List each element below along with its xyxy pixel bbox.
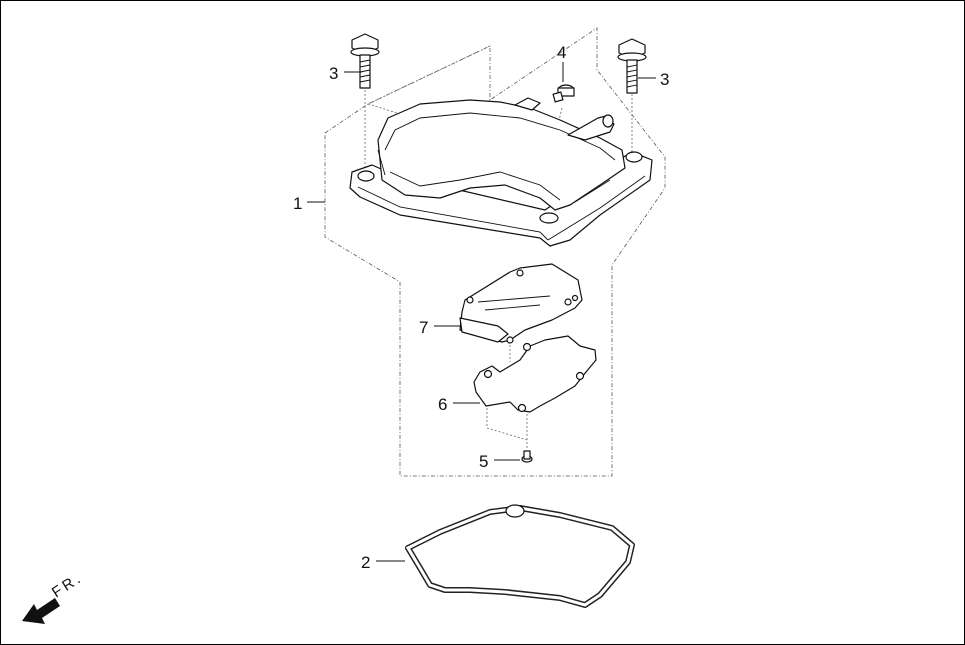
callout-4: 4 xyxy=(557,43,566,62)
leader-lines xyxy=(307,62,656,562)
breather-plate xyxy=(459,263,583,344)
front-direction-arrow-icon xyxy=(22,598,60,624)
callout-5: 5 xyxy=(479,452,488,471)
front-direction-label: FR. xyxy=(49,569,86,601)
bolt-right xyxy=(617,38,647,94)
assembly-boundary xyxy=(324,27,666,477)
callout-6: 6 xyxy=(438,395,447,414)
cylinder-head-cover xyxy=(349,97,653,247)
callout-3-left: 3 xyxy=(329,64,338,83)
callout-2: 2 xyxy=(361,553,370,572)
callout-3-right: 3 xyxy=(660,70,669,89)
bolt-left xyxy=(350,33,380,89)
callout-1: 1 xyxy=(293,194,302,213)
small-bolt xyxy=(552,84,575,103)
plate-gasket xyxy=(473,335,597,413)
small-screw xyxy=(521,450,533,463)
callout-7: 7 xyxy=(419,318,428,337)
cover-gasket xyxy=(405,504,635,608)
